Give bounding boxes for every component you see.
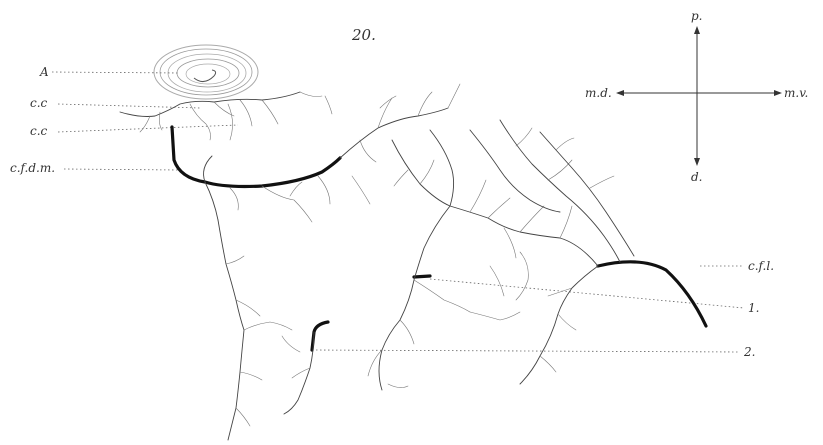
label-one: 1. [748,301,759,315]
label-cfl: c.f.l. [748,259,774,273]
branching-network [120,84,634,440]
label-cfdm: c.f.d.m. [10,161,55,175]
compass-medio-ventral-label: m.v. [784,86,808,100]
nerve-cfdm [172,127,340,187]
label-cc-upper: c.c [30,96,48,110]
structure-a-oval [154,45,258,99]
label-cc-lower: c.c [30,124,48,138]
nerve-cfl [598,262,706,326]
label-two: 2. [743,345,755,359]
compass-medio-dorsal-label: m.d. [585,86,612,100]
leader-a [52,72,180,73]
compass-proximal-label: p. [691,9,703,23]
orientation-compass [616,26,782,166]
compass-distal-label: d. [691,170,703,184]
label-a: A [39,65,49,79]
leader-cc-lower [58,125,238,132]
nerve-1 [414,276,430,277]
leader-cfdm [64,169,178,170]
figure-number: 20. [351,26,376,44]
leader-one [430,279,744,308]
leader-two [312,350,740,352]
